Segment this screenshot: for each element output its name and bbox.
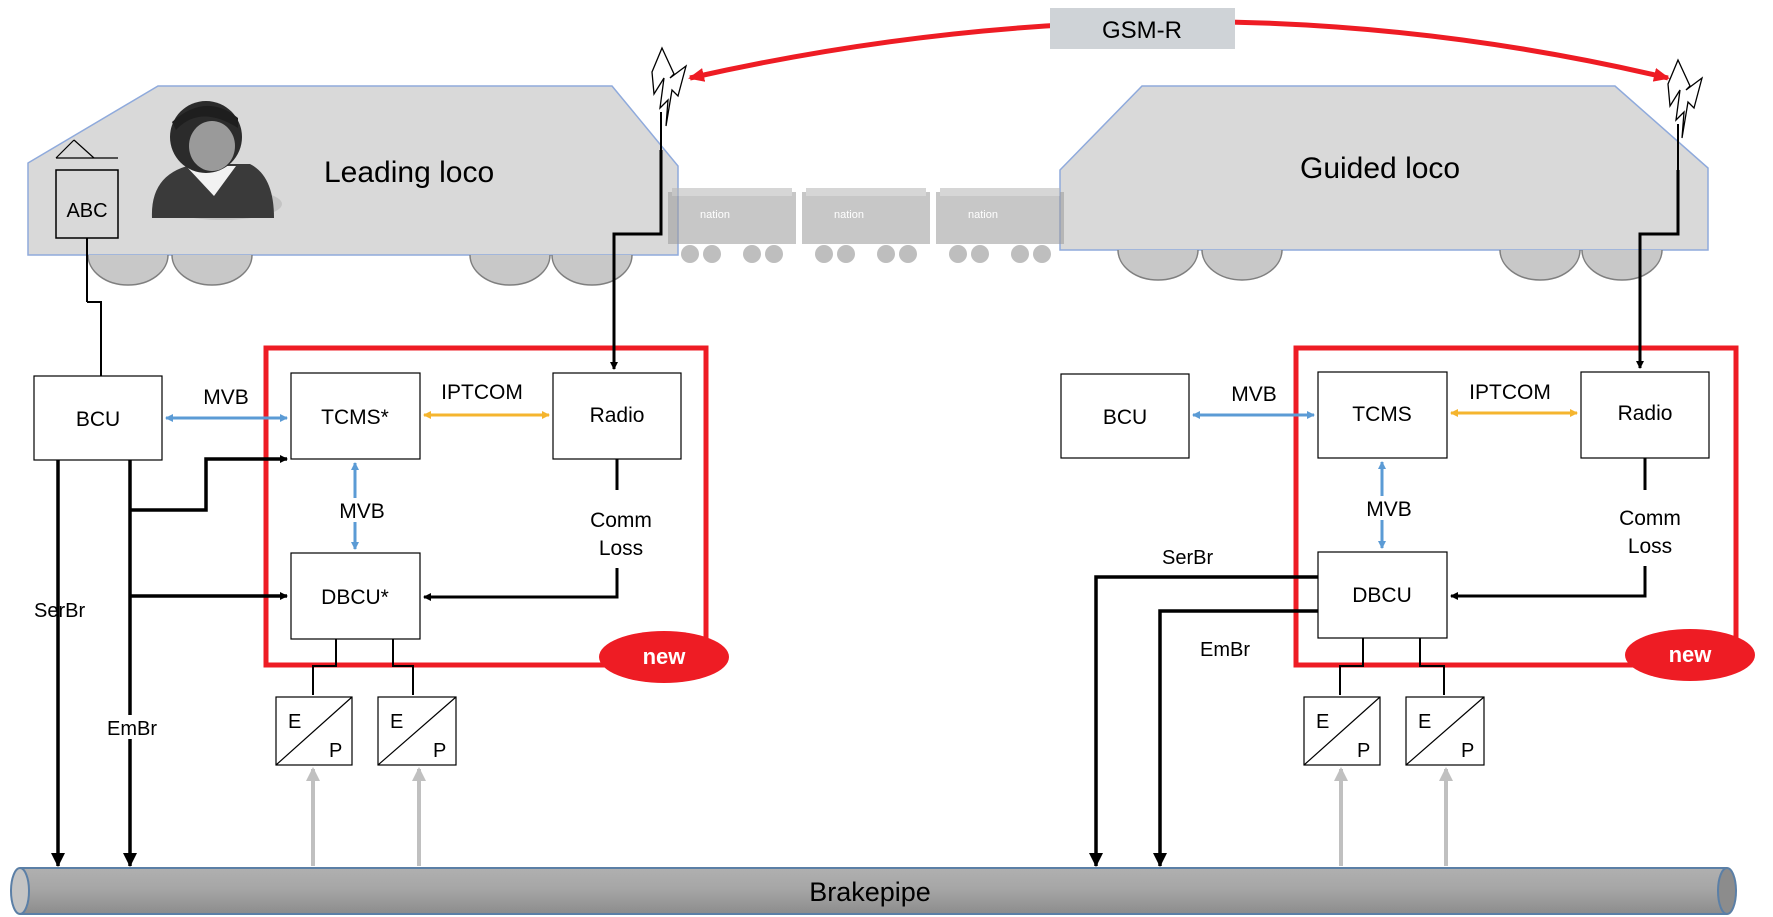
guided-antenna-icon xyxy=(1667,58,1704,170)
guided-comm-label: Comm xyxy=(1619,507,1681,530)
lead-antenna-radio-line xyxy=(610,150,663,370)
guided-new-badge: new xyxy=(1625,629,1755,681)
lead-new-frame xyxy=(263,345,709,668)
svg-text:TCMS*: TCMS* xyxy=(321,406,389,429)
svg-text:nation: nation xyxy=(700,209,730,221)
lead-mvb-v-label: MVB xyxy=(339,500,385,523)
lead-commloss-to-dbcu xyxy=(423,568,619,601)
guided-antenna-radio-line xyxy=(1636,170,1680,369)
svg-text:E: E xyxy=(1418,711,1431,733)
guided-commloss-to-dbcu xyxy=(1450,566,1647,600)
guided-serbr-line xyxy=(1089,575,1318,867)
svg-text:BCU: BCU xyxy=(1103,406,1147,429)
lead-loss-label: Loss xyxy=(599,537,643,560)
svg-text:E: E xyxy=(390,711,403,733)
svg-text:P: P xyxy=(1461,740,1474,762)
svg-text:Radio: Radio xyxy=(1618,402,1673,425)
driver-icon xyxy=(151,101,282,220)
lead-tcms-box: TCMS* xyxy=(290,372,421,460)
abc-panel: ABC xyxy=(55,139,119,239)
svg-text:E: E xyxy=(1316,711,1329,733)
svg-text:E: E xyxy=(288,711,301,733)
svg-text:DBCU*: DBCU* xyxy=(321,586,389,609)
svg-text:new: new xyxy=(1669,642,1713,667)
svg-text:P: P xyxy=(329,740,342,762)
lead-mvb-label: MVB xyxy=(203,386,249,409)
svg-text:Radio: Radio xyxy=(590,404,645,427)
svg-text:ABC: ABC xyxy=(66,200,107,222)
lead-serbr-label: SerBr xyxy=(34,600,85,622)
lead-ep-converter-2: E P xyxy=(377,696,457,766)
guided-loco-body xyxy=(1059,85,1709,281)
guided-serbr-label: SerBr xyxy=(1162,547,1213,569)
wagon-1: nation xyxy=(668,188,796,263)
wagon-3: nation xyxy=(936,188,1064,263)
svg-text:DBCU: DBCU xyxy=(1352,584,1412,607)
svg-text:P: P xyxy=(433,740,446,762)
wagon-2: nation xyxy=(802,188,930,263)
guided-iptcom-label: IPTCOM xyxy=(1469,381,1551,404)
guided-mvb-v-label: MVB xyxy=(1366,498,1412,521)
svg-text:GSM-R: GSM-R xyxy=(1102,17,1182,44)
lead-new-badge: new xyxy=(599,631,729,683)
lead-bcu-box: BCU xyxy=(33,375,163,461)
guided-embr-label: EmBr xyxy=(1200,639,1250,661)
svg-text:BCU: BCU xyxy=(76,408,120,431)
guided-ep-converter-2: E P xyxy=(1405,696,1485,766)
lead-ep-converter-1: E P xyxy=(275,696,353,766)
svg-text:new: new xyxy=(643,644,687,669)
guided-mvb-label: MVB xyxy=(1231,383,1277,406)
lead-iptcom-label: IPTCOM xyxy=(441,381,523,404)
lead-antenna-icon xyxy=(651,46,688,150)
lead-embr-label: EmBr xyxy=(107,718,157,740)
lead-radio-box: Radio xyxy=(552,372,682,460)
svg-text:nation: nation xyxy=(834,209,864,221)
guided-loss-label: Loss xyxy=(1628,535,1672,558)
svg-text:P: P xyxy=(1357,740,1370,762)
brakepipe: Brakepipe xyxy=(10,867,1737,915)
svg-text:TCMS: TCMS xyxy=(1352,403,1412,426)
guided-embr-line xyxy=(1153,609,1318,867)
leading-loco-title: Leading loco xyxy=(324,156,494,189)
guided-dbcu-box: DBCU xyxy=(1317,551,1448,639)
svg-text:nation: nation xyxy=(968,209,998,221)
guided-radio-box: Radio xyxy=(1580,371,1710,459)
guided-loco-title: Guided loco xyxy=(1300,152,1460,185)
gsm-r-label: GSM-R xyxy=(1050,8,1235,49)
lead-dbcu-box: DBCU* xyxy=(290,552,421,640)
guided-tcms-box: TCMS xyxy=(1317,371,1448,459)
guided-ep-converter-1: E P xyxy=(1303,696,1381,766)
wagons: nation nation nation xyxy=(668,188,1064,263)
guided-new-frame xyxy=(1293,345,1739,668)
guided-bcu-box: BCU xyxy=(1060,373,1190,459)
lead-comm-label: Comm xyxy=(590,509,652,532)
brakepipe-label: Brakepipe xyxy=(809,877,931,907)
